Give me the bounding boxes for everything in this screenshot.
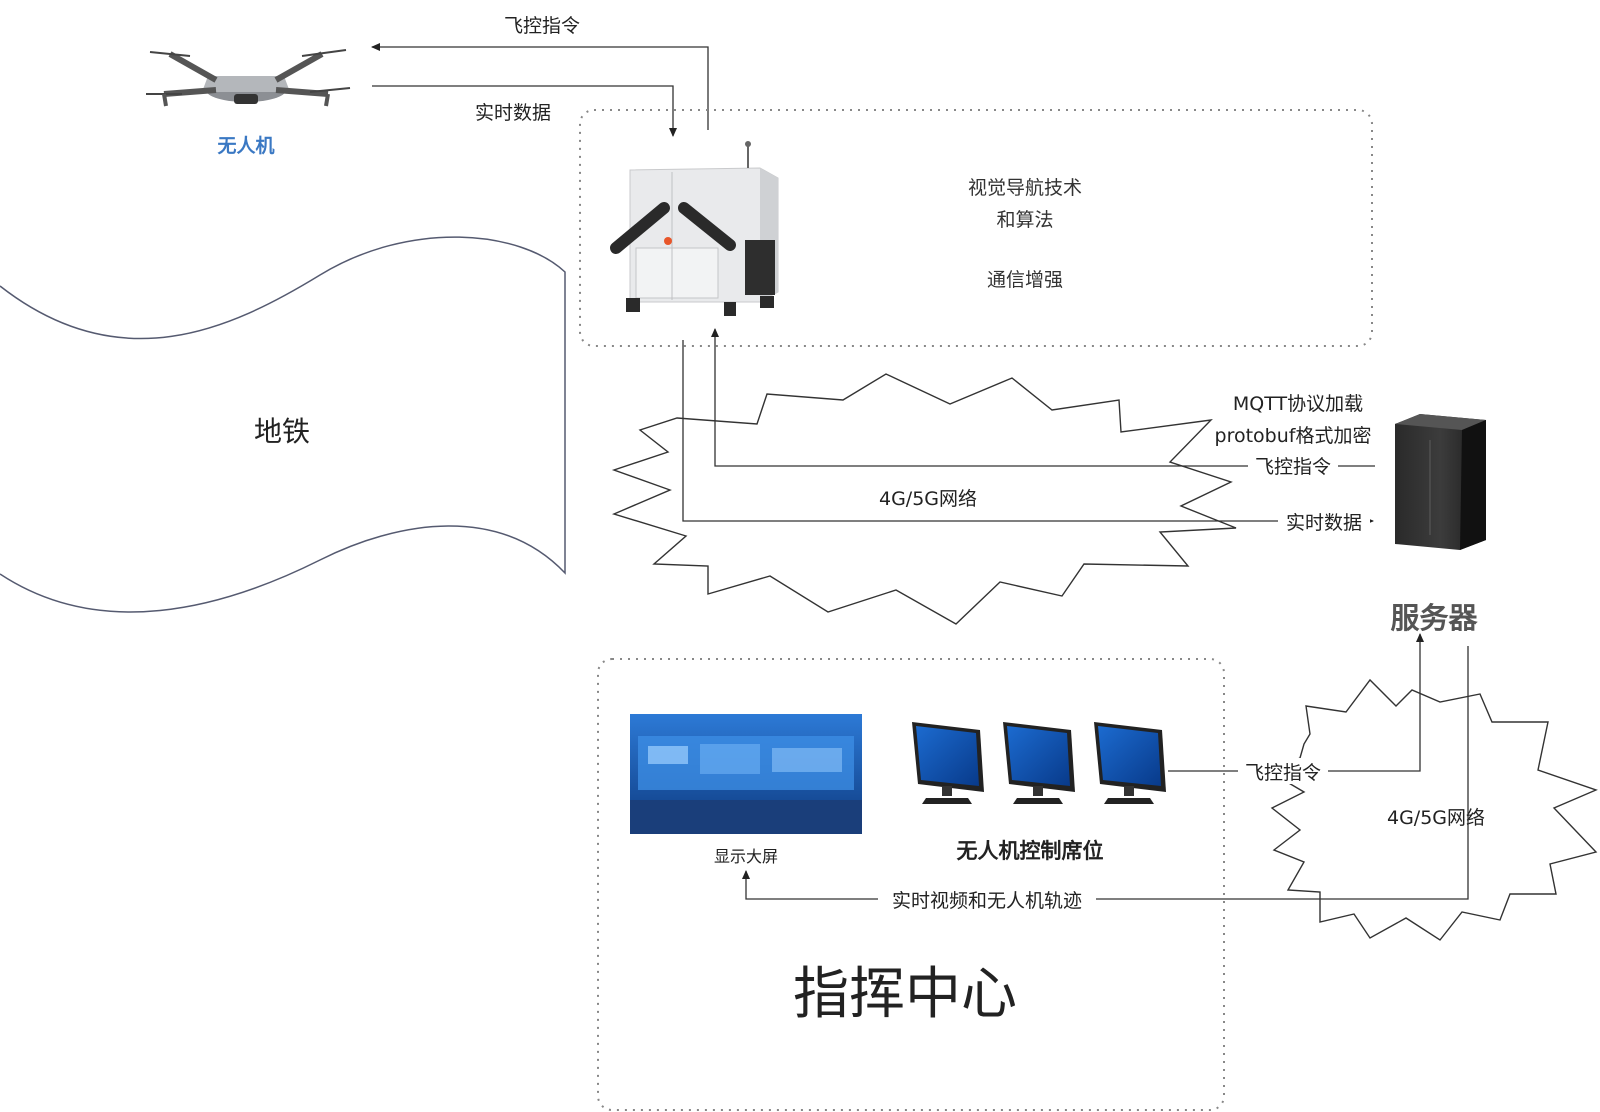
edge-realtime-to-station (372, 85, 677, 137)
control-seats-label: 无人机控制席位 (957, 839, 1104, 863)
network-label-bottom: 4G/5G网络 (1387, 807, 1485, 829)
server-icon (1395, 414, 1486, 550)
drone-label: 无人机 (217, 135, 274, 157)
network-cloud-top (611, 373, 1237, 625)
station-text-3: 通信增强 (987, 269, 1063, 291)
station-text-2: 和算法 (996, 209, 1053, 231)
big-screen-image (630, 714, 862, 834)
station-box (579, 109, 1373, 347)
drone-station-icon (610, 141, 779, 316)
edge-flight-cmd-to-station (711, 328, 1375, 467)
network-cloud-bottom (1268, 678, 1598, 941)
edge-seats-flight-cmd (1168, 633, 1424, 772)
protocol-line-1: MQTT协议加载 (1233, 393, 1363, 415)
command-center-box (597, 658, 1225, 1111)
edge-label-video-track: 实时视频和无人机轨迹 (892, 890, 1082, 912)
server-label: 服务器 (1390, 601, 1478, 635)
command-center-title: 指挥中心 (793, 962, 1017, 1027)
subway-label: 地铁 (254, 415, 310, 448)
drone-icon (146, 49, 351, 107)
edge-label-top-realtime: 实时数据 (475, 102, 551, 124)
edge-flight-cmd-to-drone (371, 43, 709, 130)
station-text-1: 视觉导航技术 (968, 177, 1082, 199)
edge-label-server-flight-cmd: 飞控指令 (1255, 456, 1331, 478)
network-label-top: 4G/5G网络 (879, 488, 977, 510)
edge-label-top-flight-cmd: 飞控指令 (504, 15, 580, 37)
big-screen-label: 显示大屏 (714, 847, 778, 866)
edge-label-server-realtime: 实时数据 (1286, 512, 1362, 534)
monitor-icon-3 (1094, 722, 1166, 804)
edge-label-seats-flight-cmd: 飞控指令 (1245, 762, 1321, 784)
edge-video-track (742, 646, 1469, 900)
monitor-icon-1 (912, 722, 984, 804)
edge-realtime-to-server (682, 340, 1374, 525)
monitor-icon-2 (1003, 722, 1075, 804)
subway-shape (0, 236, 566, 613)
protocol-line-2: protobuf格式加密 (1215, 425, 1372, 447)
